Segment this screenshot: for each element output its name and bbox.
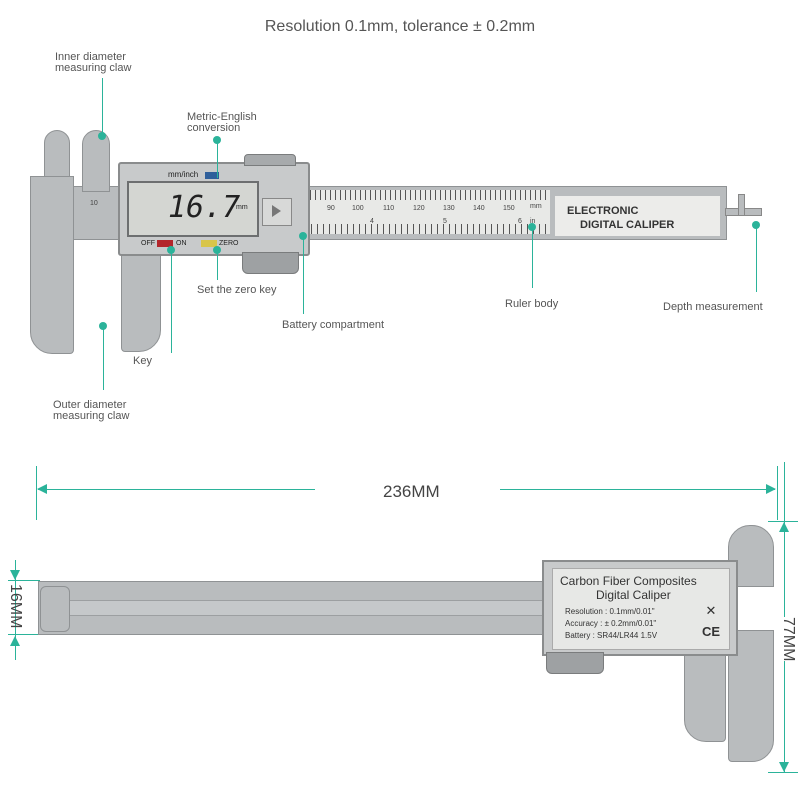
brand-plate bbox=[555, 196, 720, 236]
leader-dot bbox=[98, 132, 106, 140]
leader-dot bbox=[99, 322, 107, 330]
outer-claw-fixed bbox=[30, 176, 74, 354]
scale-tick-label: mm bbox=[530, 203, 542, 210]
label-battery: Battery compartment bbox=[282, 319, 385, 331]
lcd-reading: 16.7 bbox=[168, 190, 241, 225]
battery-compartment-cover bbox=[242, 252, 299, 274]
label-outer-claw: Outer diameter measuring claw bbox=[53, 399, 130, 422]
height-large-dimension: 77MM bbox=[779, 617, 797, 662]
dimension-line-right bbox=[500, 489, 775, 490]
leader-dot bbox=[752, 221, 760, 229]
length-dimension: 236MM bbox=[383, 482, 440, 501]
scale-tick-label: 110 bbox=[383, 205, 395, 212]
dimension-tick-bottom-small bbox=[8, 634, 40, 635]
ruler-scale bbox=[305, 190, 550, 234]
scale-tick-label: 150 bbox=[503, 205, 515, 212]
ce-mark: CE bbox=[702, 624, 721, 639]
leader-dot bbox=[213, 246, 221, 254]
brand-line-2: DIGITAL CALIPER bbox=[580, 219, 675, 231]
spec-battery: Battery : SR44/LR44 1.5V bbox=[565, 631, 658, 640]
spec-title-2: Digital Caliper bbox=[596, 588, 671, 602]
spec-accuracy: Accuracy : ± 0.2mm/0.01" bbox=[565, 619, 657, 628]
scale-tick-label: 90 bbox=[327, 205, 335, 212]
scale-tick-label: 5 bbox=[443, 218, 447, 225]
dimension-tick-top-large bbox=[768, 521, 798, 522]
arrow-up-icon bbox=[10, 636, 20, 646]
play-icon bbox=[272, 205, 281, 217]
page-header: Resolution 0.1mm, tolerance ± 0.2mm bbox=[264, 18, 536, 35]
scale-tick-label: 10 bbox=[90, 200, 98, 207]
label-depth: Depth measurement bbox=[663, 301, 763, 313]
brand-line-1: ELECTRONIC bbox=[567, 205, 639, 217]
zero-button[interactable] bbox=[201, 240, 217, 247]
leader-line-outer-claw bbox=[103, 326, 104, 390]
scale-tick-label: 6 bbox=[518, 218, 522, 225]
dimension-tick-bottom-large bbox=[768, 772, 798, 773]
arrow-down-icon bbox=[10, 570, 20, 580]
leader-line-zero bbox=[217, 250, 218, 280]
dimension-tick-top-small bbox=[8, 580, 40, 581]
label-ruler-body: Ruler body bbox=[505, 298, 559, 310]
spec-plate bbox=[552, 568, 730, 650]
lcd-display bbox=[127, 181, 259, 237]
dimension-tick-left bbox=[36, 466, 37, 520]
scale-tick-label: 130 bbox=[443, 205, 455, 212]
lcd-unit: mm bbox=[236, 204, 248, 211]
scale-tick-label: 100 bbox=[352, 205, 364, 212]
height-small-dimension: 16MM bbox=[7, 584, 24, 629]
arrow-up-icon bbox=[779, 522, 789, 532]
scale-tick-label: 140 bbox=[473, 205, 485, 212]
thumb-wheel bbox=[244, 154, 296, 166]
back-beam-end bbox=[40, 586, 70, 632]
inner-claw-moving bbox=[82, 130, 110, 192]
back-beam-groove bbox=[70, 600, 550, 616]
dimension-line-left bbox=[38, 489, 315, 490]
leader-dot bbox=[528, 223, 536, 231]
off-label: OFF bbox=[141, 240, 155, 247]
scale-tick-label: 4 bbox=[370, 218, 374, 225]
spec-title-1: Carbon Fiber Composites bbox=[560, 574, 697, 588]
mode-button[interactable] bbox=[205, 172, 219, 179]
dimension-line-small bbox=[15, 560, 16, 660]
leader-line-inner-claw bbox=[102, 78, 103, 134]
leader-dot bbox=[167, 246, 175, 254]
label-key: Key bbox=[133, 355, 152, 367]
outer-claw-moving bbox=[121, 238, 161, 352]
arrow-right-icon bbox=[766, 484, 776, 494]
spec-resolution: Resolution : 0.1mm/0.01" bbox=[565, 607, 655, 616]
arrow-left-icon bbox=[37, 484, 47, 494]
on-label: ON bbox=[176, 240, 187, 247]
mode-label: mm/inch bbox=[168, 170, 199, 179]
scale-tick-label: 120 bbox=[413, 205, 425, 212]
leader-line-depth bbox=[756, 226, 757, 292]
power-button[interactable] bbox=[157, 240, 173, 247]
leader-line-metric bbox=[217, 140, 218, 178]
scale-tick-label: in bbox=[530, 218, 536, 225]
arrow-down-icon bbox=[779, 762, 789, 772]
zero-label: ZERO bbox=[219, 240, 239, 247]
depth-rod-tip bbox=[738, 194, 745, 216]
leader-dot bbox=[213, 136, 221, 144]
leader-line-key bbox=[171, 250, 172, 353]
label-zero-key: Set the zero key bbox=[197, 284, 277, 296]
label-inner-claw: Inner diameter measuring claw bbox=[55, 51, 132, 74]
weee-bin-icon: ✕ bbox=[705, 603, 717, 618]
label-metric-english: Metric-English conversion bbox=[187, 111, 257, 134]
leader-line-battery bbox=[303, 236, 304, 314]
leader-line-ruler bbox=[532, 228, 533, 288]
back-wheel bbox=[546, 652, 604, 674]
leader-dot bbox=[299, 232, 307, 240]
dimension-tick-right bbox=[777, 466, 778, 520]
